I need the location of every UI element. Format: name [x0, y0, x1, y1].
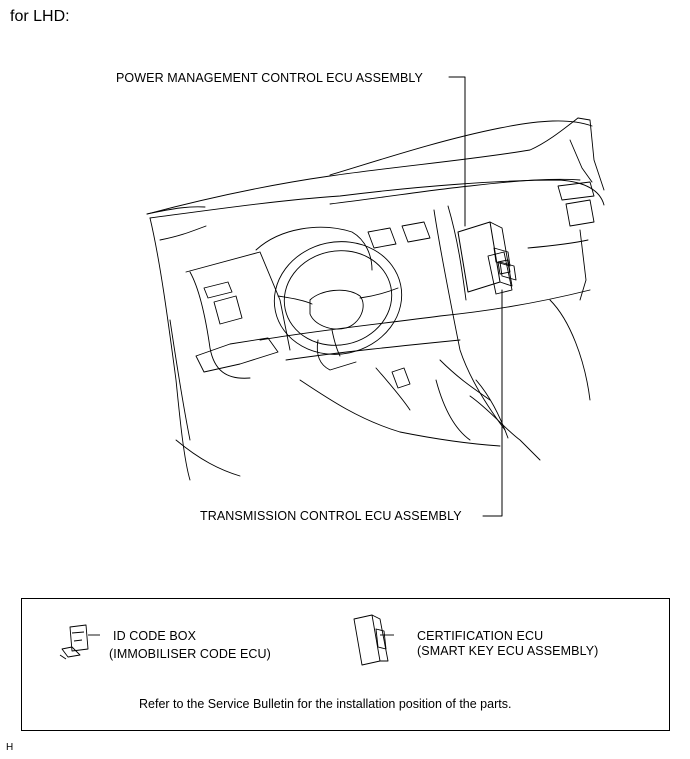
pedal-area: [375, 367, 411, 411]
console-shift: [435, 379, 471, 441]
left-dash-contour: [159, 225, 207, 241]
dashboard-surface: [149, 179, 605, 219]
right-vent-top: [557, 181, 595, 201]
floor-left: [299, 379, 401, 433]
left-lower-panel: [195, 337, 279, 373]
floor-right: [549, 299, 591, 401]
steering-column: [316, 339, 357, 371]
tcu-connector: [497, 259, 511, 275]
steering-wheel-rim: [273, 241, 403, 355]
left-lower-curve: [175, 439, 241, 477]
steering-spoke-right: [359, 287, 399, 299]
center-stack-left: [433, 209, 506, 431]
leader-tcu: [482, 289, 503, 517]
leader-pm: [448, 76, 466, 227]
tcu-body: [487, 251, 513, 295]
console-edge: [475, 379, 509, 439]
pm-ecu-connector-2: [499, 261, 517, 281]
dashboard-top-line-inner: [146, 206, 206, 215]
page-title: for LHD:: [10, 8, 70, 25]
center-stack-lower: [439, 359, 491, 401]
instrument-hood: [255, 226, 373, 271]
certification-ecu-subtitle: (SMART KEY ECU ASSEMBLY): [417, 644, 599, 658]
center-vent-right: [401, 221, 431, 243]
dashboard-top-line: [146, 117, 579, 215]
left-door-trim: [169, 319, 191, 441]
underdash-line: [259, 289, 591, 341]
windshield-edge: [329, 120, 593, 176]
transmission-ecu-label: TRANSMISSION CONTROL ECU ASSEMBLY: [200, 509, 462, 523]
right-side-lower: [579, 229, 587, 301]
left-dash-curve: [189, 271, 251, 379]
certification-ecu-icon: [353, 614, 389, 666]
center-console: [469, 395, 541, 461]
left-dash-edge: [149, 217, 191, 481]
left-panel: [185, 251, 291, 351]
pm-ecu-connector-1: [493, 247, 511, 267]
id-code-box-subtitle: (IMMOBILISER CODE ECU): [109, 647, 271, 661]
center-stack-right: [447, 205, 467, 301]
pedal: [391, 367, 411, 389]
underdash-line-2: [285, 339, 461, 361]
power-management-ecu-label: POWER MANAGEMENT CONTROL ECU ASSEMBLY: [116, 71, 423, 85]
steering-hub: [309, 289, 364, 330]
figure-code: H: [6, 742, 14, 753]
dashboard-illustration: [146, 76, 605, 517]
legend-box: ID CODE BOX (IMMOBILISER CODE ECU) CERTI…: [21, 598, 670, 731]
certification-ecu-label: CERTIFICATION ECU: [417, 629, 544, 643]
a-pillar-2: [569, 139, 593, 183]
service-bulletin-note: Refer to the Service Bulletin for the in…: [139, 697, 512, 711]
floor-tunnel: [399, 431, 501, 447]
left-vent: [213, 295, 243, 325]
a-pillar: [577, 117, 605, 191]
right-vent: [565, 199, 595, 227]
pm-ecu-side: [489, 221, 513, 287]
steering-spoke-bottom: [331, 329, 341, 357]
legend-graphics: [59, 614, 394, 666]
left-vent-top: [203, 281, 233, 299]
steering-wheel-rim-inner: [283, 250, 393, 346]
id-code-box-icon: [59, 624, 89, 660]
dashboard-upper: [329, 178, 581, 205]
id-code-box-label: ID CODE BOX: [113, 629, 197, 643]
steering-spoke-left: [277, 295, 313, 305]
glove-box: [527, 239, 589, 249]
center-vent-left: [367, 227, 397, 249]
